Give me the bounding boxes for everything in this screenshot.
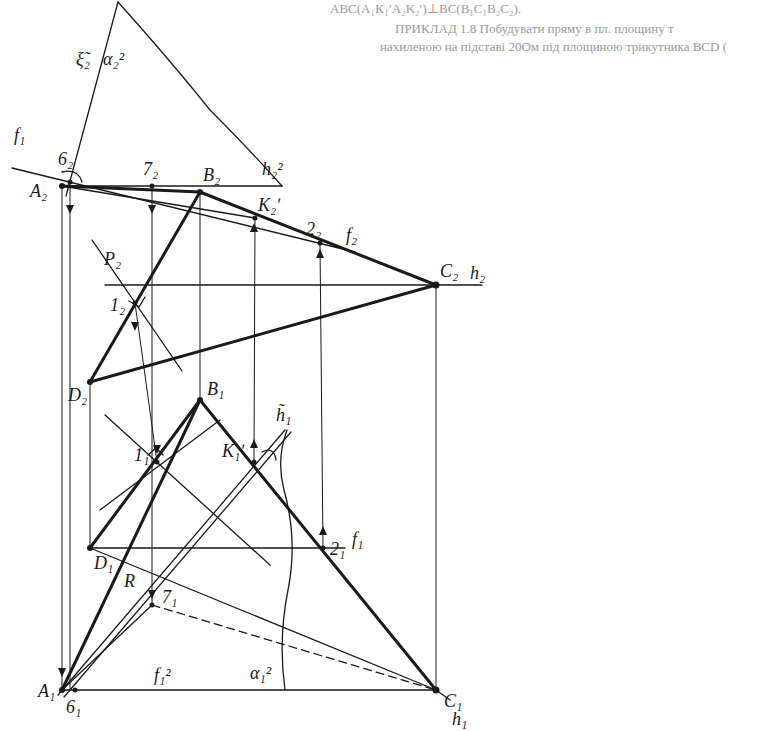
point-label: C₂ [440, 262, 458, 280]
point-label: A₂ [30, 182, 47, 200]
point-label: f₁ [14, 126, 25, 144]
point-label: α₂² [103, 50, 124, 68]
point-label: R [124, 572, 135, 590]
point-label: f₂ [346, 226, 357, 244]
point-label: ξ̃₂ [76, 50, 90, 68]
header-text: нахиленою на підставі 20Ом під площиною … [380, 40, 727, 53]
point-label: h₂ [470, 264, 485, 282]
point-label: f₁² [154, 666, 171, 684]
point-label: D₁ [94, 554, 113, 572]
header-text: ПРИКЛАД 1.8 Побудувати пряму в пл. площи… [395, 22, 674, 35]
point-label: 1₂ [110, 296, 125, 314]
point-label: K₂ʹ [258, 196, 280, 214]
point-label: A₁ [38, 682, 55, 700]
point-label: B₂ [203, 166, 220, 184]
point-label: h₂² [262, 160, 283, 178]
point-label: 2₂ [306, 220, 321, 238]
point-label: C₁ [444, 692, 462, 710]
point-label: D₂ [68, 386, 87, 404]
point-label: α₁² [250, 664, 271, 682]
point-label: 6₂ [58, 150, 73, 168]
point-label: B₁ [207, 380, 224, 398]
point-label: h₁ [452, 710, 467, 728]
header-text: ABC(A₁K₁ʹA₂K₂ʹ)⊥BC(B₁C₁B₂C₂). [330, 2, 521, 15]
point-label: 7₁ [162, 588, 177, 606]
point-label: K₁ʹ [222, 442, 244, 460]
point-label: h̃₁ [276, 406, 291, 424]
point-label: P₂ [104, 250, 121, 268]
point-label: 7₂ [143, 160, 158, 178]
point-label: f₁ [352, 530, 363, 548]
point-label: 2₁ [330, 540, 345, 558]
point-label: 6₁ [66, 698, 81, 716]
point-label: 1₁ [134, 446, 149, 464]
